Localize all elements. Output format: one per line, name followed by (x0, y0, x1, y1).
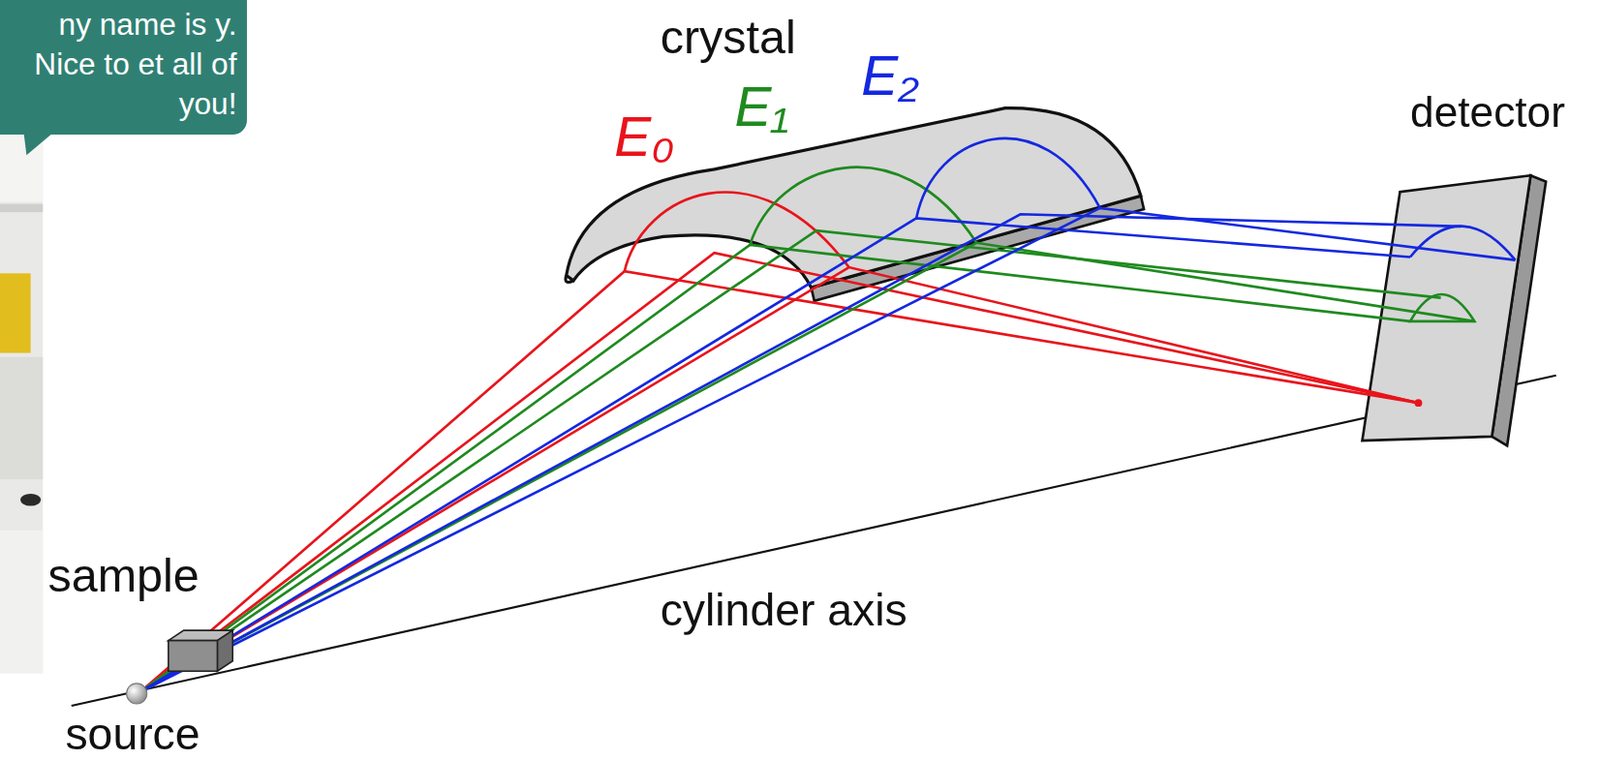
detector-images (1410, 226, 1516, 406)
part-label: source (62, 710, 202, 759)
part-label: sample (45, 551, 201, 601)
part-label: crystal (658, 12, 799, 62)
part-label: detector (1408, 90, 1568, 135)
energy-label: E₀ (612, 108, 677, 167)
part-label: cylinder axis (658, 586, 910, 635)
ray-bundle (140, 208, 1515, 692)
photo-fragment (0, 120, 43, 674)
detector-plate (1362, 175, 1547, 446)
energy-label: E₂ (859, 46, 922, 105)
source-sphere (126, 683, 148, 705)
cylinder-axis-line (71, 375, 1557, 707)
sample-block (168, 630, 233, 672)
speech-bubble: ny name is y. Nice to et all of you! (0, 0, 247, 135)
crystal-shell (565, 108, 1144, 302)
energy-label: E₁ (732, 77, 791, 136)
bubble-text: ny name is y. Nice to et all of you! (5, 3, 237, 124)
